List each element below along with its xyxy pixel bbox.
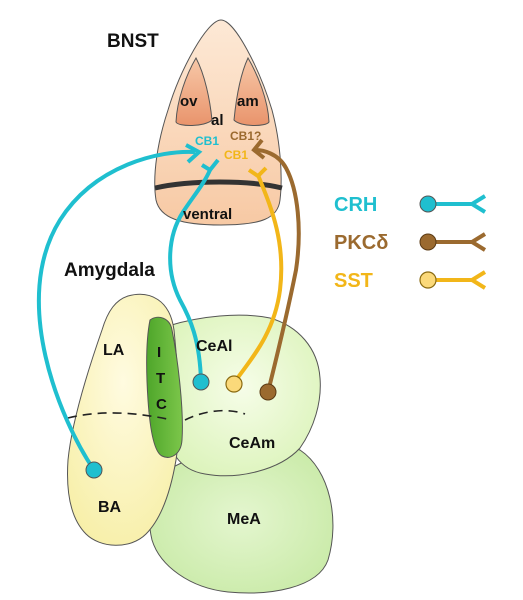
bnst-am-label: am [237,93,259,110]
bnst-al-label: al [211,112,224,129]
bnst-ventral-label: ventral [183,206,232,223]
mea-label: MeA [227,511,261,528]
legend-label-pkcd: PKCδ [334,232,388,254]
legend-item-sst: SST [334,270,487,292]
crh-projection-ba [36,149,196,472]
legend-terminal-sst [468,270,487,290]
itc-shape [146,316,183,458]
legend: CRH PKCδ SST [334,194,487,292]
sst-projection [232,174,284,385]
pkcd-terminal [251,138,266,160]
legend-label-sst: SST [334,270,373,292]
amygdala-title: Amygdala [64,260,155,281]
bnst-cb1-crh-label: CB1 [195,134,219,148]
sst-cell-ceal [225,375,243,393]
crh-projection-ceal [168,169,212,383]
ceam-label: CeAm [229,435,275,452]
itc-label-i: I [157,344,161,361]
bnst-am-subregion [233,56,270,126]
itc-label-t: T [156,370,165,387]
legend-terminal-crh [468,194,487,214]
bnst-region [154,19,283,226]
bnst-ventral-divider [154,179,283,191]
legend-cell-pkcd [419,233,437,251]
crh-cell-ba [85,461,103,479]
legend-cell-sst [419,271,437,289]
bnst-title: BNST [107,31,159,52]
bnst-cb1-pkcd-label: CB1? [230,129,261,143]
la-ba-divider [67,412,173,421]
ceal-label: CeAl [196,338,232,355]
region-labels: BNST ov am al CB1 CB1? CB1 ventral Amygd… [64,31,275,528]
projections [36,138,301,479]
bnst-ov-subregion [175,56,213,126]
bnst-cb1-sst-label: CB1 [224,148,248,162]
legend-label-crh: CRH [334,194,377,216]
legend-cell-crh [419,195,437,213]
crh-cell-ceal [192,373,210,391]
sst-terminal [247,166,268,179]
amygdala-region [67,293,334,594]
ba-label: BA [98,499,122,516]
la-label: LA [103,342,125,359]
legend-item-pkcd: PKCδ [334,232,487,254]
bnst-ov-label: ov [180,93,198,110]
pkcd-projection [255,148,301,393]
ceal-ceam-divider [184,409,246,421]
legend-item-crh: CRH [334,194,487,216]
legend-terminal-pkcd [468,232,487,252]
crh-terminal-2 [200,158,220,173]
itc-label-c: C [156,396,167,413]
crh-terminal-1 [185,143,203,164]
pkcd-cell-ceal [259,383,277,401]
